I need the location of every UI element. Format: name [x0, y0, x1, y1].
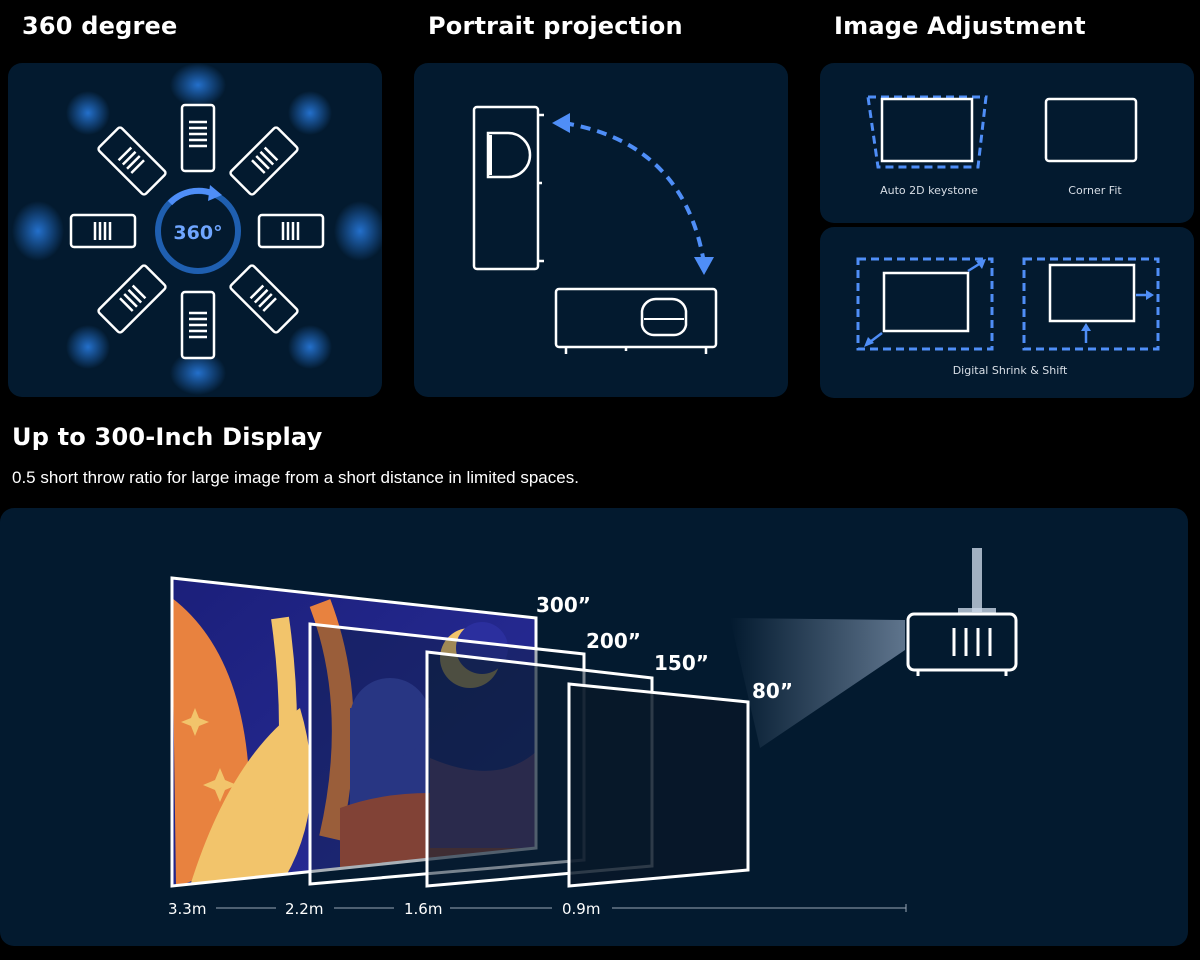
- projector-right-icon: [257, 213, 325, 249]
- portrait-title: Portrait projection: [428, 12, 683, 40]
- ceiling-projector-icon: [906, 548, 1018, 676]
- keystone-illustration: Auto 2D keystone Corner Fit: [866, 95, 1138, 197]
- size-label-150: 150”: [654, 651, 709, 675]
- portrait-card: [414, 63, 788, 397]
- display-illustration: 300” 200” 150” 80” 3.3m 2.2m 1.6m 0.9m: [168, 548, 1018, 918]
- rotation-title: 360 degree: [22, 12, 178, 40]
- rotate-arc-icon: [563, 121, 706, 264]
- shrink-label: Digital Shrink & Shift: [953, 364, 1068, 377]
- rotation-badge: 360°: [173, 222, 222, 244]
- adjust-title: Image Adjustment: [834, 12, 1086, 40]
- cornerfit-frame-icon: [1044, 97, 1138, 163]
- projector-bottom-icon: [180, 290, 216, 360]
- rotation-card: 360°: [8, 63, 382, 397]
- cornerfit-label: Corner Fit: [1068, 184, 1122, 197]
- rotation-illustration: 360°: [12, 63, 382, 395]
- projector-bottomright-icon: [229, 264, 299, 334]
- arc-arrowhead-start-icon: [552, 113, 570, 133]
- shrink-frame-icon: [856, 257, 994, 351]
- shift-frame-icon: [1022, 257, 1160, 351]
- distance-label-2-2: 2.2m: [285, 900, 323, 918]
- light-beam: [730, 618, 905, 748]
- distance-label-0-9: 0.9m: [562, 900, 600, 918]
- display-title: Up to 300-Inch Display: [12, 423, 323, 451]
- shrink-card: Digital Shrink & Shift: [820, 227, 1194, 398]
- projector-bottomleft-icon: [97, 264, 167, 334]
- keystone-card: Auto 2D keystone Corner Fit: [820, 63, 1194, 223]
- distance-scale: [216, 904, 907, 912]
- arc-arrowhead-end-icon: [694, 257, 714, 275]
- keystone-frame-icon: [866, 95, 988, 169]
- rotation-arrow-icon: [167, 187, 213, 206]
- projector-topright-icon: [229, 126, 299, 196]
- display-subtitle: 0.5 short throw ratio for large image fr…: [12, 468, 579, 487]
- size-label-200: 200”: [586, 629, 641, 653]
- projector-top-icon: [180, 103, 216, 173]
- distance-label-1-6: 1.6m: [404, 900, 442, 918]
- projector-left-icon: [69, 213, 137, 249]
- rotation-glows: [12, 63, 382, 395]
- projector-vertical-icon: [472, 105, 544, 271]
- projector-horizontal-icon: [554, 287, 718, 354]
- shrink-illustration: Digital Shrink & Shift: [856, 257, 1160, 377]
- projector-topleft-icon: [97, 126, 167, 196]
- distance-label-3-3: 3.3m: [168, 900, 206, 918]
- portrait-illustration: [472, 105, 718, 354]
- size-label-80: 80”: [752, 679, 793, 703]
- display-card: 300” 200” 150” 80” 3.3m 2.2m 1.6m 0.9m: [0, 508, 1188, 946]
- keystone-label: Auto 2D keystone: [880, 184, 978, 197]
- screen-80-frame: [567, 682, 750, 888]
- size-label-300: 300”: [536, 593, 591, 617]
